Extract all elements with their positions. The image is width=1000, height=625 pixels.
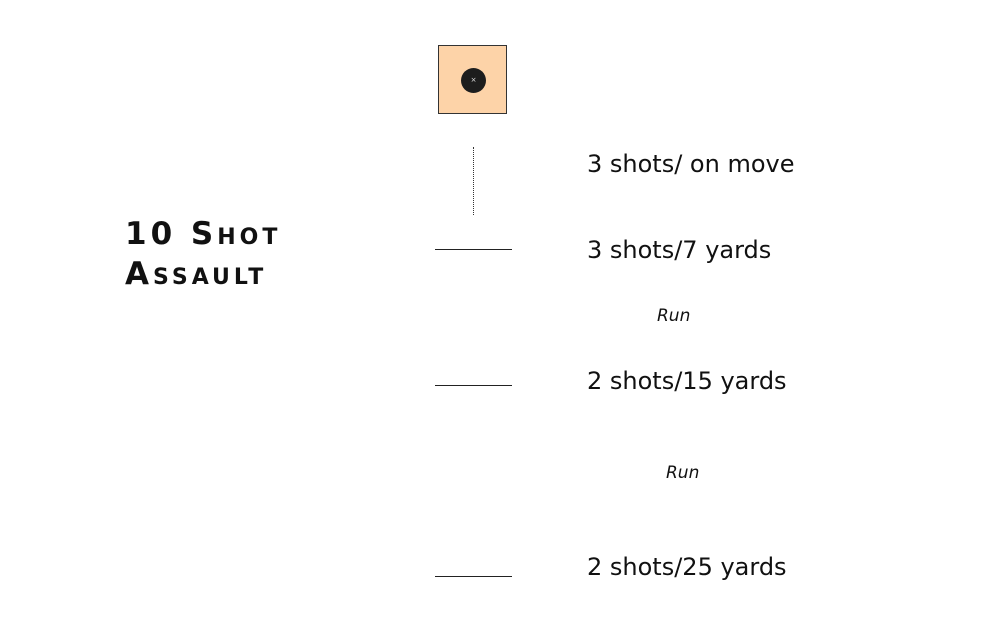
movement-path-dotted-line [473, 147, 474, 215]
bullseye-icon: × [461, 68, 486, 93]
firing-line-7-yards [435, 249, 512, 250]
target-box: × [438, 45, 507, 114]
center-mark: × [470, 76, 477, 84]
drill-title-line-1: 10 Shot [125, 216, 282, 252]
stage-label-7-yards: 3 shots/7 yards [587, 236, 772, 264]
drill-title: 10 Shot Assault [125, 214, 365, 294]
firing-line-25-yards [435, 576, 512, 577]
stage-label-25-yards: 2 shots/25 yards [587, 553, 787, 581]
stage-label-on-move: 3 shots/ on move [587, 150, 795, 178]
firing-line-15-yards [435, 385, 512, 386]
drill-title-line-2: Assault [125, 256, 268, 292]
run-label-1: Run [657, 306, 691, 326]
stage-label-15-yards: 2 shots/15 yards [587, 367, 787, 395]
run-label-2: Run [666, 463, 700, 483]
